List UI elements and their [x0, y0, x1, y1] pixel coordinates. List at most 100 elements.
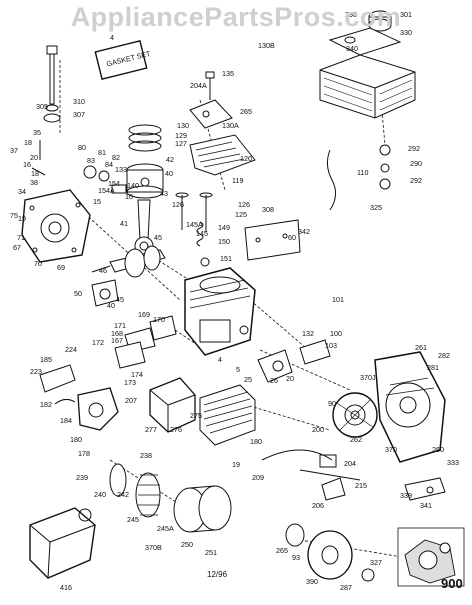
part-label-119: 119: [232, 176, 243, 185]
part-label-101: 101: [332, 295, 344, 304]
part-label-170: 170: [153, 315, 165, 324]
part-label-265: 265: [276, 546, 288, 555]
part-label-307: 307: [73, 110, 85, 119]
part-label-281: 281: [427, 363, 439, 372]
part-label-333: 333: [447, 458, 459, 467]
part-label-168: 168: [111, 329, 123, 338]
part-label-75: 75: [10, 211, 18, 220]
part-label-103: 103: [325, 341, 337, 350]
fuel-line: [326, 144, 391, 211]
part-label-67: 67: [13, 243, 21, 252]
part-label-275: 275: [190, 411, 202, 420]
part-label-292: 292: [410, 176, 422, 185]
part-label-100: 100: [330, 329, 342, 338]
part-label-82: 82: [112, 153, 120, 162]
part-label-276: 276: [170, 425, 182, 434]
part-label-129: 129: [175, 131, 187, 140]
part-label-19: 19: [232, 460, 240, 469]
part-label-370B: 370B: [145, 543, 162, 552]
watermark: AppliancePartsPros.com: [70, 2, 402, 32]
part-label-370J: 370J: [360, 373, 376, 382]
part-label-245: 245: [127, 515, 139, 524]
part-label-301: 301: [400, 10, 412, 19]
part-label-37: 37: [10, 146, 18, 155]
part-label-10: 10: [125, 192, 133, 201]
part-label-133: 133: [115, 165, 127, 174]
engine-block: [184, 267, 256, 356]
part-label-209: 209: [252, 473, 264, 482]
part-label-5: 5: [236, 365, 240, 374]
part-label-25: 25: [244, 375, 252, 384]
part-label-330: 330: [400, 28, 412, 37]
part-label-180: 180: [250, 437, 262, 446]
part-label-20: 20: [286, 374, 294, 383]
part-label-341: 341: [420, 501, 432, 510]
part-label-185: 185: [40, 355, 52, 364]
part-label-60: 60: [288, 233, 296, 242]
part-label-416: 416: [60, 583, 72, 592]
part-label-46: 46: [99, 266, 107, 275]
part-label-282: 282: [438, 351, 450, 360]
part-label-125: 125: [235, 210, 247, 219]
part-label-245A: 245A: [157, 524, 174, 533]
flywheel: [332, 392, 378, 438]
part-label-390: 390: [306, 577, 318, 586]
part-label-18: 18: [31, 169, 39, 178]
part-label-327: 327: [370, 558, 382, 567]
assembly-label: 900: [441, 576, 463, 591]
part-label-184: 184: [60, 416, 72, 425]
part-label-298: 298: [345, 10, 357, 19]
fuel-tank: [29, 507, 96, 579]
crankshaft: [91, 245, 166, 278]
part-label-240: 240: [94, 490, 106, 499]
part-label-172: 172: [92, 338, 104, 347]
part-label-224: 224: [65, 345, 77, 354]
governor-parts: [31, 140, 127, 194]
part-label-130A: 130A: [222, 121, 239, 130]
part-label-151: 151: [220, 254, 232, 263]
part-label-41: 41: [120, 219, 128, 228]
part-label-167: 167: [111, 336, 123, 345]
part-label-290: 290: [410, 159, 422, 168]
carb-gaskets: [114, 315, 177, 369]
part-label-43: 43: [160, 189, 168, 198]
part-label-182: 182: [40, 400, 52, 409]
part-label-154: 154: [108, 179, 120, 188]
part-label-204: 204: [344, 459, 356, 468]
part-label-180: 180: [70, 435, 82, 444]
part-label-215: 215: [355, 481, 367, 490]
part-label-132: 132: [302, 329, 314, 338]
part-label-287: 287: [340, 583, 352, 592]
part-label-20: 20: [30, 153, 38, 162]
part-label-242: 242: [117, 490, 129, 499]
muffler: [149, 377, 196, 433]
part-label-154A: 154A: [98, 186, 115, 195]
part-label-80: 80: [78, 143, 86, 152]
cooling-fins: [199, 384, 256, 446]
throttle-controls: [261, 449, 361, 501]
part-label-135: 135: [222, 69, 234, 78]
part-label-173: 173: [124, 378, 136, 387]
part-label-4: 4: [218, 355, 222, 364]
part-label-239: 239: [76, 473, 88, 482]
part-label-40: 40: [107, 301, 115, 310]
part-label-200: 200: [312, 425, 324, 434]
part-label-262: 262: [350, 435, 362, 444]
part-label-169: 169: [138, 310, 150, 319]
part-label-4: 4: [110, 33, 114, 42]
part-label-340: 340: [346, 44, 358, 53]
part-label-140: 140: [127, 181, 139, 190]
part-label-251: 251: [205, 548, 217, 557]
part-label-150: 150: [218, 237, 230, 246]
control-bracket: [404, 477, 446, 501]
blower-housing: [374, 351, 446, 463]
part-label-130B: 130B: [258, 41, 275, 50]
part-label-45: 45: [154, 233, 162, 242]
part-label-50: 50: [74, 289, 82, 298]
cylinder-head: [189, 71, 256, 176]
part-label-261: 261: [415, 343, 427, 352]
part-label-292: 292: [408, 144, 420, 153]
part-label-204A: 204A: [190, 81, 207, 90]
